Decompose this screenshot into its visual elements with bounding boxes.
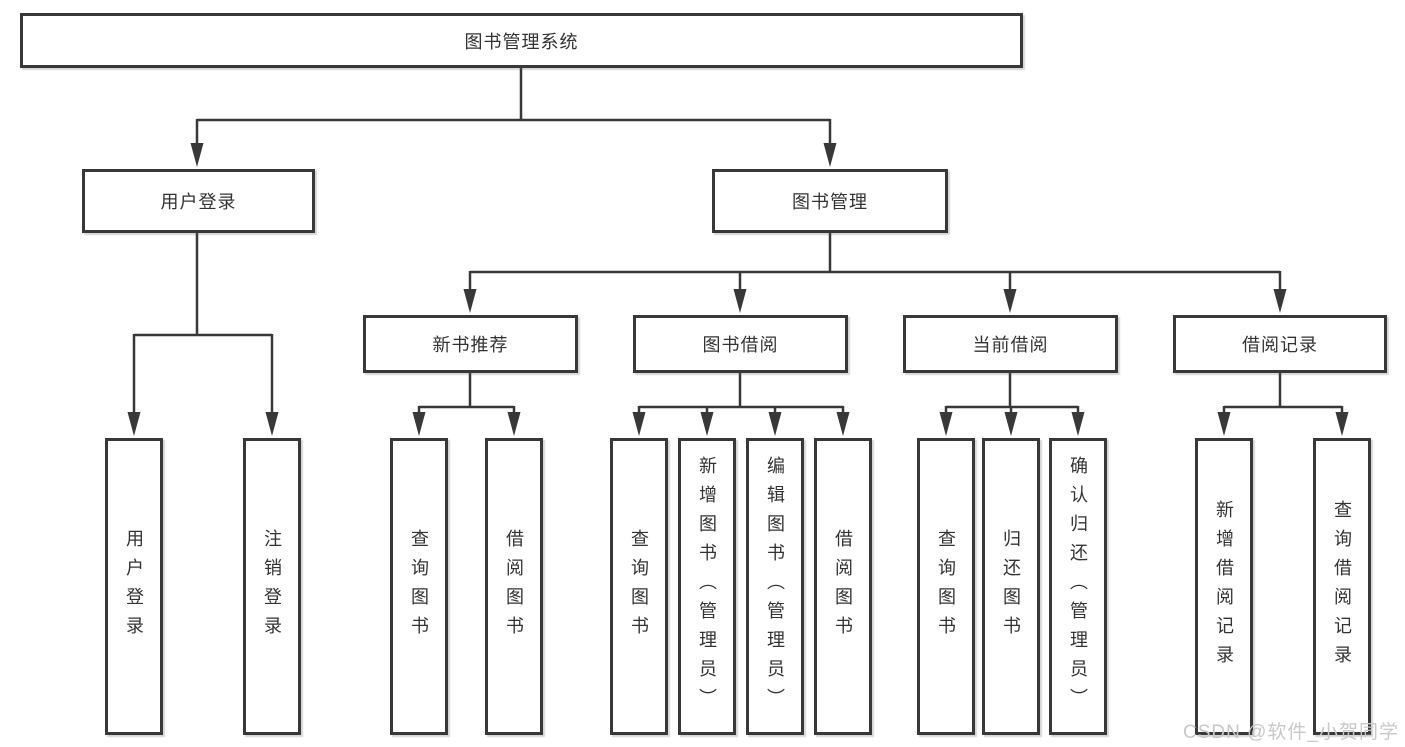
node-new-book-recommend: 新书推荐 <box>363 315 578 373</box>
node-current-borrow-label: 当前借阅 <box>972 335 1049 355</box>
leaf-logout-label: 注销登录 <box>262 528 282 645</box>
leaf-confirm-return-admin: 确认归还（管理员） <box>1049 438 1107 735</box>
leaf-query-book-1-label: 查询图书 <box>409 528 429 645</box>
leaf-add-book-admin-label: 新增图书（管理员） <box>697 456 717 717</box>
leaf-confirm-return-admin-label: 确认归还（管理员） <box>1068 456 1088 717</box>
node-book-management-label: 图书管理 <box>792 192 868 212</box>
node-user-login-label: 用户登录 <box>160 192 237 212</box>
leaf-return-book: 归还图书 <box>982 438 1040 735</box>
node-root-label: 图书管理系统 <box>464 31 579 52</box>
leaf-query-book-3-label: 查询图书 <box>936 528 956 645</box>
leaf-borrow-book-2: 借阅图书 <box>814 438 872 735</box>
leaf-query-book-3: 查询图书 <box>917 438 975 735</box>
arrowheads <box>127 143 1349 436</box>
leaf-borrow-book-2-label: 借阅图书 <box>833 528 853 645</box>
leaf-query-book-2-label: 查询图书 <box>629 528 649 645</box>
node-new-book-recommend-label: 新书推荐 <box>432 335 509 355</box>
node-borrow-record-label: 借阅记录 <box>1242 335 1318 355</box>
node-user-login: 用户登录 <box>82 169 315 233</box>
leaf-edit-book-admin: 编辑图书（管理员） <box>746 438 804 735</box>
leaf-add-borrow-record-label: 新增借阅记录 <box>1214 499 1234 674</box>
node-borrow-record: 借阅记录 <box>1173 315 1387 373</box>
leaf-return-book-label: 归还图书 <box>1001 528 1021 645</box>
leaf-add-borrow-record: 新增借阅记录 <box>1195 438 1253 735</box>
node-current-borrow: 当前借阅 <box>903 315 1118 373</box>
leaf-borrow-book-1: 借阅图书 <box>485 438 543 735</box>
leaf-borrow-book-1-label: 借阅图书 <box>504 528 524 645</box>
leaf-edit-book-admin-label: 编辑图书（管理员） <box>765 456 785 717</box>
node-book-borrow: 图书借阅 <box>633 315 848 373</box>
node-root: 图书管理系统 <box>20 13 1023 68</box>
leaf-add-book-admin: 新增图书（管理员） <box>678 438 736 735</box>
leaf-query-book-2: 查询图书 <box>610 438 668 735</box>
node-book-management: 图书管理 <box>712 169 948 233</box>
leaf-query-book-1: 查询图书 <box>390 438 448 735</box>
leaf-user-login-label: 用户登录 <box>124 528 144 645</box>
leaf-logout: 注销登录 <box>243 438 301 735</box>
node-book-borrow-label: 图书借阅 <box>702 335 779 355</box>
leaf-user-login: 用户登录 <box>105 438 163 735</box>
leaf-query-borrow-record-label: 查询借阅记录 <box>1332 499 1352 674</box>
leaf-query-borrow-record: 查询借阅记录 <box>1313 438 1371 735</box>
csdn-watermark: CSDN @软件_小贺同学 <box>1183 722 1399 743</box>
